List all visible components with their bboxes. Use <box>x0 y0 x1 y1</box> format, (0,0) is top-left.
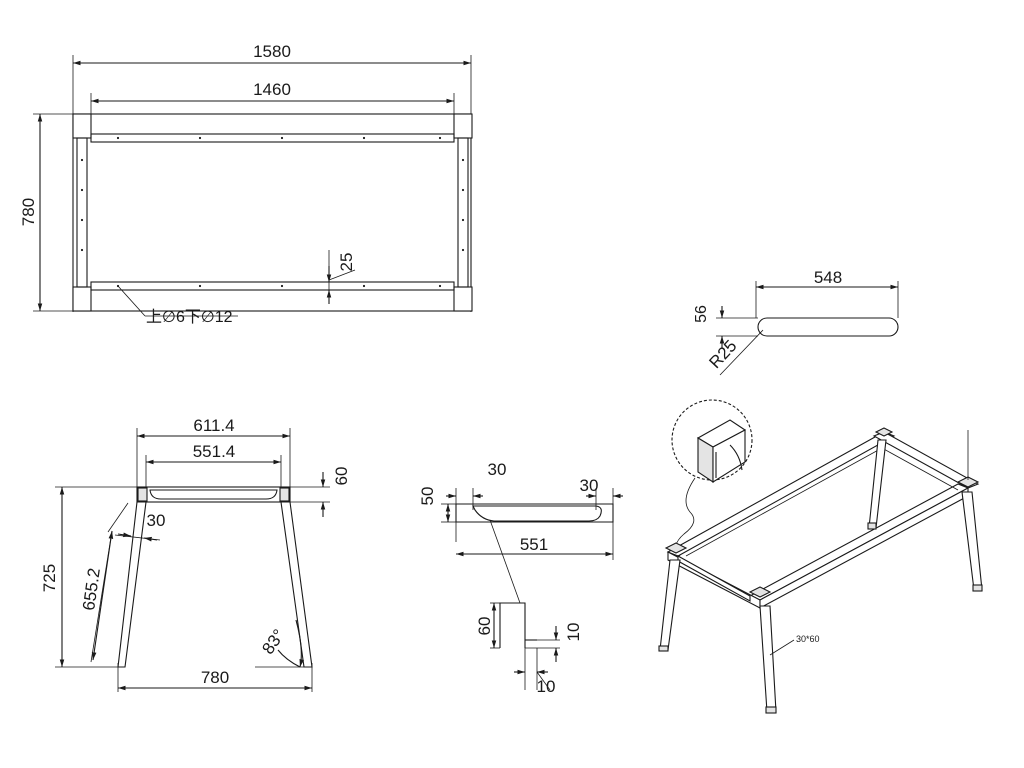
tube-size-label: 30*60 <box>796 634 820 644</box>
top-width-label: 611.4 <box>193 416 234 435</box>
dimension-551: 551 <box>456 535 613 557</box>
dimension-10-vertical: 10 <box>553 623 583 662</box>
depth-label: 780 <box>19 198 38 226</box>
dimension-30-left: 30 <box>446 460 507 499</box>
profile-width-label: 10 <box>564 623 583 642</box>
inner-width-label: 551.4 <box>193 442 236 461</box>
rail-length-label: 548 <box>814 268 842 287</box>
corner-detail-bubble <box>671 399 753 557</box>
profile-section <box>490 602 560 690</box>
dimension-655-2: 655.2 <box>79 502 129 663</box>
rail-width-label: 25 <box>337 253 356 272</box>
isometric-view: 30*60 <box>658 399 983 714</box>
dimension-548: 548 <box>756 268 898 290</box>
section-length-label: 551 <box>520 535 548 554</box>
rail-height-label: 60 <box>332 467 351 486</box>
dimension-725: 725 <box>40 487 65 667</box>
top-view: 1580 1460 780 <box>19 42 473 326</box>
height-label: 725 <box>40 564 59 592</box>
dimension-780-base: 780 <box>118 668 312 691</box>
dimension-1460: 1460 <box>91 80 454 104</box>
section-height-label: 50 <box>418 487 437 506</box>
rail-detail: 548 56 R25 <box>693 268 899 376</box>
dimension-10-horizontal: 10 <box>514 669 556 696</box>
dimension-30-leg: 30 <box>114 511 166 542</box>
dimension-56: 56 <box>693 305 758 348</box>
dimension-780-depth: 780 <box>19 114 43 311</box>
angle-label: 83° <box>258 626 288 658</box>
dimension-50: 50 <box>418 487 451 522</box>
screw-holes <box>80 136 465 288</box>
hole-note: 上∅6下∅12 <box>117 285 238 326</box>
offset-left-label: 30 <box>488 460 507 479</box>
rail-radius-label: R25 <box>705 336 740 372</box>
side-top-rail <box>136 486 291 503</box>
rail-thickness-label: 56 <box>693 305 710 323</box>
tube-size-note: 30*60 <box>769 634 820 656</box>
top-frame <box>72 113 473 312</box>
dimension-25: 25 <box>326 250 356 304</box>
offset-right-label: 30 <box>580 476 599 495</box>
base-width-label: 780 <box>201 668 229 687</box>
dimension-r25: R25 <box>705 329 764 376</box>
dimension-1580: 1580 <box>73 42 471 66</box>
inner-length-label: 1460 <box>253 80 291 99</box>
profile-depth-label: 10 <box>537 677 556 696</box>
dimension-611-4: 611.4 <box>137 416 290 439</box>
dimension-551-4: 551.4 <box>146 442 281 465</box>
side-view: 611.4 551.4 60 725 780 <box>40 416 351 692</box>
dimension-30-right: 30 <box>580 476 623 499</box>
dimension-60-rail: 60 <box>320 467 351 517</box>
table-frame <box>658 427 983 714</box>
overall-length-label: 1580 <box>253 42 291 61</box>
leg-width-label: 30 <box>147 511 166 530</box>
dimension-60-profile: 60 <box>475 603 497 648</box>
profile-height-label: 60 <box>475 617 494 636</box>
section-detail: 30 30 50 551 <box>418 460 623 696</box>
hole-note-label: 上∅6下∅12 <box>146 308 233 326</box>
